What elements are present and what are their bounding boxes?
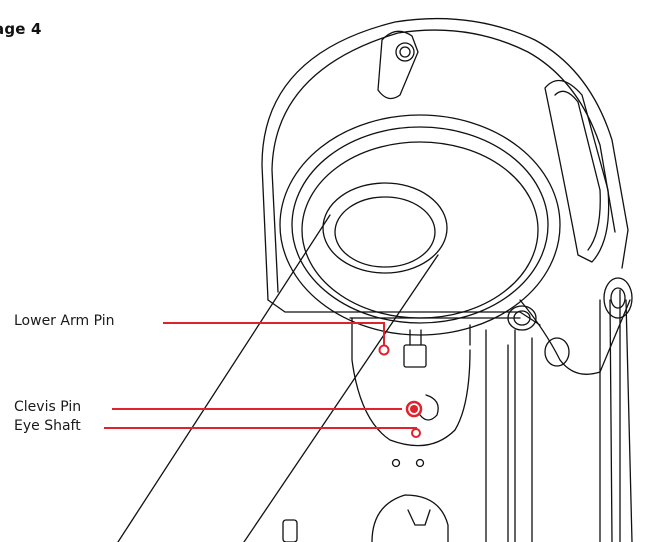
callout-label-eye-shaft: Eye Shaft bbox=[14, 418, 81, 434]
clevis-block bbox=[403, 344, 427, 368]
lower-body bbox=[267, 299, 541, 326]
shaft-end-outer bbox=[322, 182, 448, 274]
shaft-tube bbox=[117, 214, 439, 542]
marker-lower-arm-pin bbox=[378, 344, 390, 356]
pivot-arm bbox=[519, 299, 631, 375]
top-handle bbox=[377, 30, 419, 100]
side-grip bbox=[544, 79, 610, 263]
mount-bolt bbox=[507, 305, 537, 331]
bearing-recess-inner bbox=[291, 126, 549, 324]
small-hole-left bbox=[391, 458, 401, 468]
top-handle-hole bbox=[395, 42, 415, 62]
bearing-recess-outer bbox=[279, 114, 561, 336]
frame-rail-right bbox=[599, 289, 621, 542]
page-title: age 4 bbox=[0, 20, 42, 38]
marker-eye-shaft bbox=[411, 428, 421, 438]
clevis-rod bbox=[409, 329, 422, 346]
callout-label-clevis-pin: Clevis Pin bbox=[14, 399, 82, 415]
housing-inner-outline bbox=[271, 29, 616, 293]
base-plate bbox=[371, 494, 449, 542]
callout-label-lower-arm-pin: Lower Arm Pin bbox=[14, 313, 115, 329]
bottom-stub bbox=[282, 519, 298, 542]
housing-outline bbox=[261, 17, 629, 301]
small-hole-right bbox=[415, 458, 425, 468]
leader-eye-shaft bbox=[104, 427, 417, 432]
leader-lower-arm-pin bbox=[163, 322, 385, 347]
frame-rail-outer bbox=[485, 329, 509, 542]
shaft-end-inner bbox=[334, 196, 436, 268]
lower-bracket bbox=[351, 317, 471, 447]
